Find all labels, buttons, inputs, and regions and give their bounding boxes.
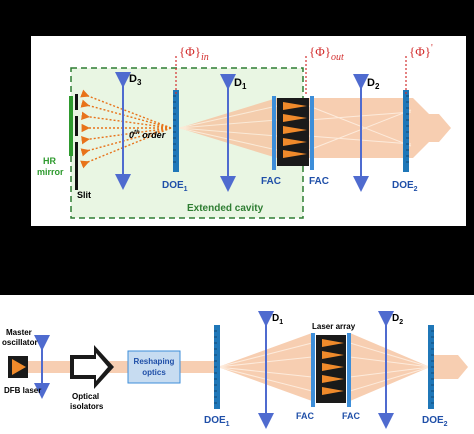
label-fac-left-b: FAC — [296, 411, 315, 421]
label-phi-prime: {Φ}' — [409, 43, 433, 59]
label-hr-mirror-1: HR — [43, 156, 56, 166]
master-oscillator — [8, 356, 28, 378]
hr-mirror — [69, 96, 73, 156]
label-reshaping-2: optics — [142, 368, 166, 377]
label-doe2-b: DOE2 — [422, 415, 448, 428]
panel-a-extended-cavity-diagram: {Φ}in {Φ}out {Φ}' D3 D1 D2 0th order DOE… — [31, 36, 466, 226]
label-doe1-b: DOE1 — [204, 415, 230, 428]
fac-left-element-b — [311, 333, 315, 407]
label-hr-mirror-2: mirror — [37, 167, 64, 177]
label-d1-b: D1 — [272, 313, 283, 326]
label-phi-in: {Φ}in — [179, 44, 209, 63]
laser-array-a — [277, 98, 309, 166]
slit-top — [75, 94, 78, 110]
label-isolators-2: isolators — [70, 402, 104, 411]
label-master-1: Master — [6, 328, 32, 337]
label-d3: D3 — [129, 73, 142, 87]
label-fac-left: FAC — [261, 176, 281, 187]
panel-a-svg: {Φ}in {Φ}out {Φ}' D3 D1 D2 0th order DOE… — [37, 43, 451, 219]
fac-right-element-b — [347, 333, 351, 407]
slit-middle — [75, 116, 78, 136]
optical-isolator — [70, 345, 114, 389]
label-isolators-1: Optical — [72, 392, 99, 401]
slit-bottom — [75, 142, 78, 190]
label-d2-b: D2 — [392, 313, 403, 326]
label-d2: D2 — [367, 77, 380, 91]
label-zeroth-order: 0th order — [129, 130, 166, 140]
label-doe1: DOE1 — [162, 180, 188, 193]
label-phi-out: {Φ}out — [309, 44, 344, 63]
fac-right-element — [310, 96, 314, 170]
laser-array-b — [316, 335, 346, 403]
panel-b-svg: Reshaping optics — [2, 311, 468, 429]
doe1-element — [173, 90, 179, 172]
doe2-element-b — [428, 325, 434, 409]
doe1-element-b — [214, 325, 220, 409]
label-slit: Slit — [77, 190, 91, 200]
beam-input — [28, 361, 214, 373]
label-doe2: DOE2 — [392, 180, 418, 193]
doe2-element — [403, 90, 409, 172]
label-fac-right-b: FAC — [342, 411, 361, 421]
label-laser-array: Laser array — [312, 322, 356, 331]
label-dfb-laser: DFB laser — [4, 386, 41, 395]
label-extended-cavity: Extended cavity — [187, 203, 264, 214]
reshaping-optics-box — [127, 350, 181, 384]
fac-left-element — [272, 96, 276, 170]
label-fac-right: FAC — [309, 176, 329, 187]
panel-b-mopa-diagram: Reshaping optics — [0, 295, 474, 434]
label-master-2: oscillator — [2, 338, 38, 347]
label-reshaping-1: Reshaping — [134, 357, 175, 366]
label-d1: D1 — [234, 77, 247, 91]
